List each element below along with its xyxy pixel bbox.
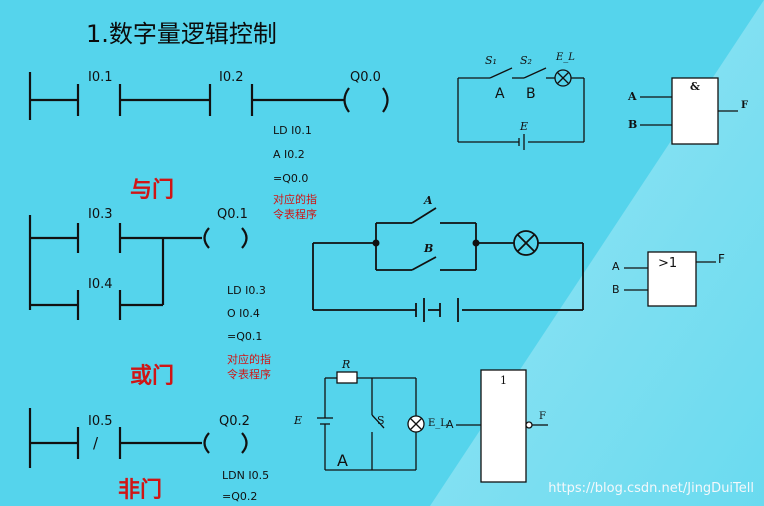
not-gate-symbol xyxy=(456,369,548,483)
or-note-line-2: 令表程序 xyxy=(227,368,271,381)
and-note-line-1: 对应的指 xyxy=(273,193,317,206)
not-circuit-battery-label: E xyxy=(294,414,303,427)
or-parallel-circuit xyxy=(312,207,584,322)
junction-dots xyxy=(372,239,480,247)
and-gate-input-a: A xyxy=(628,90,637,103)
or-gate-symbol xyxy=(624,251,716,307)
or-gate-input-a: A xyxy=(612,260,620,273)
and-gate-symbol-label: & xyxy=(690,80,700,93)
or-gate-name: 或门 xyxy=(130,363,175,389)
or-gate-output: F xyxy=(718,252,725,266)
and-series-circuit xyxy=(457,67,585,150)
and-circuit-a-label: A xyxy=(495,86,505,102)
not-gate-symbol-label: 1 xyxy=(500,374,507,387)
or-code-line-3: =Q0.1 xyxy=(227,330,263,343)
not-circuit-a-label: A xyxy=(337,451,348,470)
not-gate-output: F xyxy=(539,411,546,422)
not-circuit-resistor-label: R xyxy=(342,358,351,371)
and-circuit-b-label: B xyxy=(526,86,536,102)
and-circuit-s2-label: S₂ xyxy=(520,54,532,67)
and-code-line-2: A I0.2 xyxy=(273,148,305,161)
and-circuit-s1-label: S₁ xyxy=(485,54,497,67)
or-circuit-switch-b-label: B xyxy=(424,242,434,255)
and-gate-input-b: B xyxy=(628,118,638,131)
watermark-url: https://blog.csdn.net/JingDuiTell xyxy=(548,481,754,496)
or-code-line-1: LD I0.3 xyxy=(227,284,266,297)
and-circuit-lamp-label: E_L xyxy=(556,52,575,63)
and-contact-1-label: I0.1 xyxy=(88,70,113,85)
or-coil-label: Q0.1 xyxy=(217,207,248,222)
and-circuit-battery-label: E xyxy=(520,120,529,133)
or-gate-symbol-label: >1 xyxy=(658,256,678,271)
or-note-line-1: 对应的指 xyxy=(227,353,271,366)
not-code-line-2: =Q0.2 xyxy=(222,490,258,503)
not-code-line-1: LDN I0.5 xyxy=(222,469,270,482)
and-gate-symbol xyxy=(640,77,738,145)
and-note-line-2: 令表程序 xyxy=(273,208,317,221)
and-gate-name: 与门 xyxy=(130,177,175,203)
not-contact-label: I0.5 xyxy=(88,414,113,429)
or-contact-1-label: I0.3 xyxy=(88,207,113,222)
page-title: 1.数字量逻辑控制 xyxy=(86,20,277,48)
or-circuit-switch-a-label: A xyxy=(424,194,433,207)
and-contact-2-label: I0.2 xyxy=(219,70,244,85)
not-coil-label: Q0.2 xyxy=(219,414,250,429)
not-circuit-switch-label: S xyxy=(377,414,385,427)
not-ladder-rung xyxy=(28,408,248,468)
background-wedge xyxy=(430,0,764,506)
and-code-line-1: LD I0.1 xyxy=(273,124,312,137)
not-contact-slash: / xyxy=(93,434,99,452)
and-ladder-rung xyxy=(28,72,389,120)
and-gate-output: F xyxy=(741,100,749,111)
or-ladder-rung xyxy=(28,215,248,320)
not-gate-input-a: A xyxy=(446,418,454,431)
not-circuit xyxy=(317,371,425,471)
not-gate-name: 非门 xyxy=(118,477,163,503)
and-coil-label: Q0.0 xyxy=(350,70,381,85)
or-contact-2-label: I0.4 xyxy=(88,277,113,292)
or-gate-input-b: B xyxy=(612,283,620,296)
or-code-line-2: O I0.4 xyxy=(227,307,260,320)
and-code-line-3: =Q0.0 xyxy=(273,172,309,185)
not-circuit-lamp-label: E_L xyxy=(428,418,447,429)
